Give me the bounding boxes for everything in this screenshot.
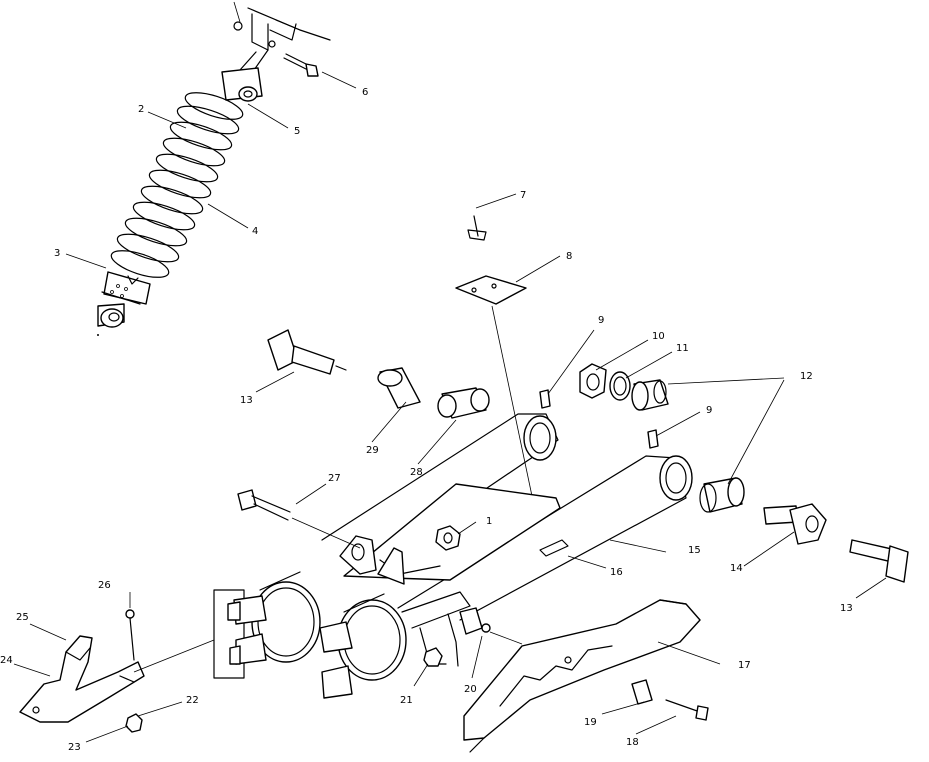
callout-3: 3 — [54, 248, 60, 259]
pivot-bolt-13-left — [267, 329, 347, 375]
callout-19: 19 — [584, 717, 597, 728]
nut-22 — [125, 713, 143, 733]
callout-16: 16 — [610, 567, 623, 578]
bushing-12-lower — [699, 477, 745, 513]
nut-10 — [579, 363, 607, 399]
bushing-28 — [437, 387, 490, 419]
callout-26: 26 — [98, 580, 111, 591]
pivot-pin-14 — [763, 503, 827, 545]
callout-22: 22 — [186, 695, 199, 706]
callout-15: 15 — [688, 545, 701, 556]
pivot-bolt-13-right — [849, 539, 909, 583]
rivet-7 — [467, 215, 487, 241]
callout-4: 4 — [252, 226, 258, 237]
bushing-29 — [377, 367, 421, 409]
axle-housings — [251, 571, 407, 681]
callout-29: 29 — [366, 445, 379, 456]
callout-11: 11 — [676, 343, 689, 354]
spacer-20 — [459, 607, 491, 635]
callout-13-left: 13 — [240, 395, 253, 406]
callout-7: 7 — [520, 190, 526, 201]
spacer-19 — [631, 679, 653, 705]
callout-27: 27 — [328, 473, 341, 484]
skid-plate-17 — [463, 599, 701, 753]
callout-1: 1 — [486, 516, 492, 527]
clamp-bracket-left-pair — [213, 589, 267, 679]
callout-21: 21 — [400, 695, 413, 706]
bolt-26 — [125, 609, 135, 661]
callout-28: 28 — [410, 467, 423, 478]
callout-20: 20 — [464, 684, 477, 695]
callout-6: 6 — [362, 87, 368, 98]
grease-fitting-9a — [539, 389, 551, 409]
swingarm-frame — [321, 413, 693, 667]
grease-fitting-9b — [647, 429, 659, 449]
upper-shock-mount — [233, 7, 331, 71]
washer-11 — [609, 371, 631, 401]
brake-bracket-24 — [19, 635, 145, 723]
callout-25: 25 — [16, 612, 29, 623]
callout-17: 17 — [738, 660, 751, 671]
callout-5: 5 — [294, 126, 300, 137]
callout-10: 10 — [652, 331, 665, 342]
bolt-27 — [237, 489, 361, 549]
callout-24: 24 — [0, 655, 13, 666]
callout-18: 18 — [626, 737, 639, 748]
rod-line — [133, 639, 215, 673]
callout-9b: 9 — [706, 405, 712, 416]
shock-absorber — [97, 67, 263, 336]
callout-13-right: 13 — [840, 603, 853, 614]
callout-numbers: 1 2 3 4 5 6 7 8 9 9 10 11 12 13 13 14 15… — [0, 87, 853, 753]
bolt-6 — [283, 53, 319, 77]
clamp-bracket-right-pair — [319, 621, 353, 699]
callout-14: 14 — [730, 563, 743, 574]
plate-8 — [455, 275, 533, 497]
callout-2: 2 — [138, 104, 144, 115]
leader-lines — [13, 1, 887, 743]
bolt-18 — [665, 699, 709, 721]
callout-9a: 9 — [598, 315, 604, 326]
nut-21 — [423, 647, 443, 667]
callout-12: 12 — [800, 371, 813, 382]
bushing-12-upper — [631, 379, 669, 411]
callout-8: 8 — [566, 251, 572, 262]
callout-23: 23 — [68, 742, 81, 753]
coil-spring — [110, 92, 244, 278]
